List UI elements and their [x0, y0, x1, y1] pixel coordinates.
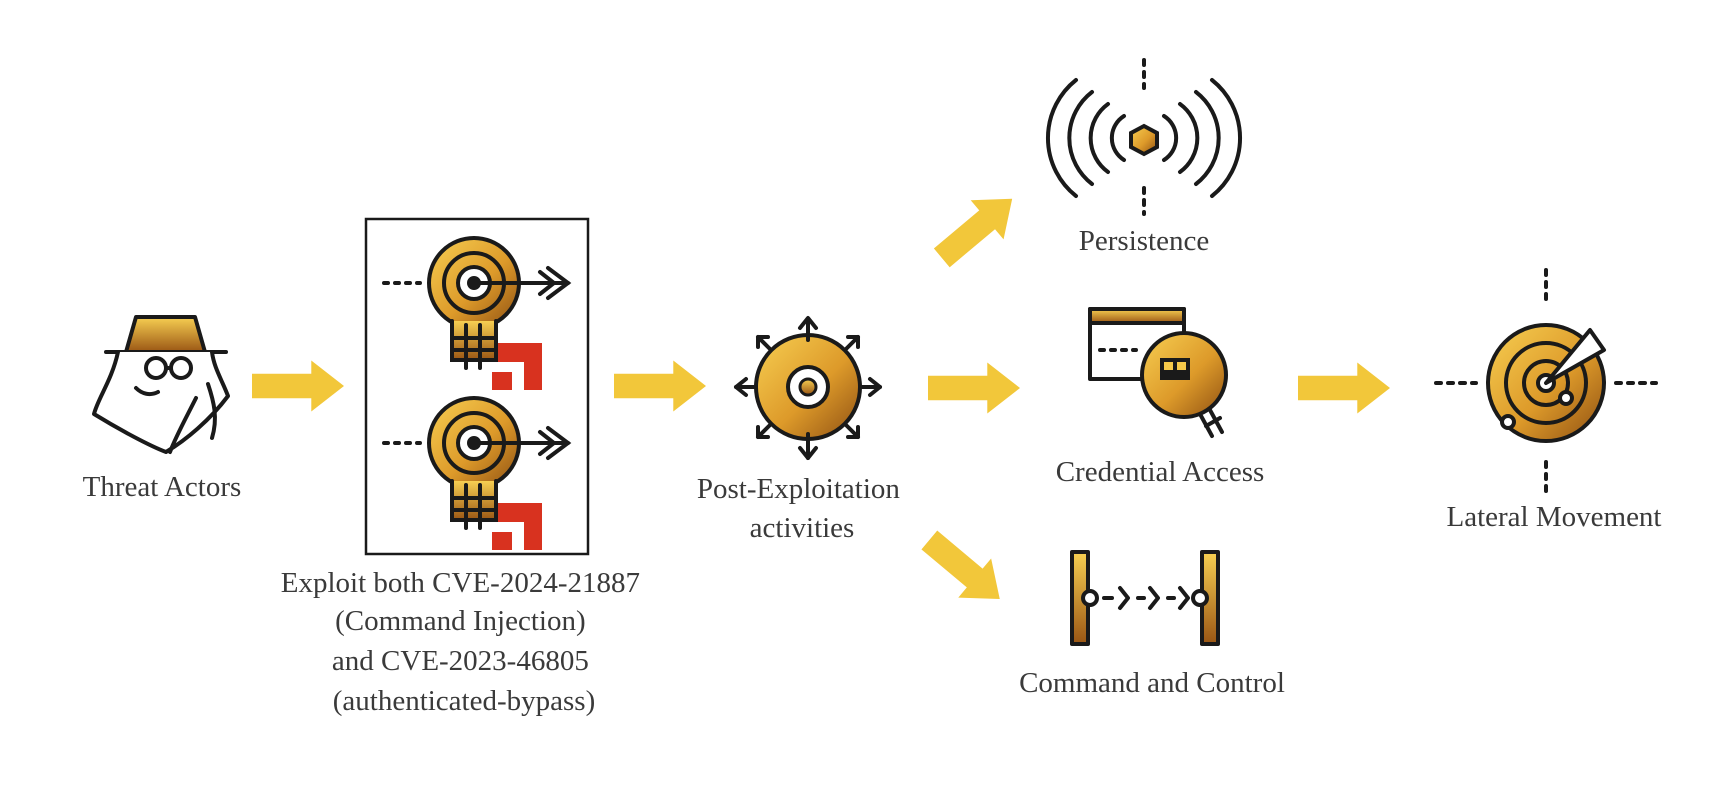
- spy-icon: [92, 315, 230, 454]
- flow-arrow-to-persistence: [925, 179, 1029, 278]
- exploit-label: Exploit both CVE-2024-21887 (Command Inj…: [281, 567, 648, 717]
- spreading-target-icon: [734, 316, 882, 460]
- target-lightbulb-icon: [382, 236, 572, 550]
- exploit-box: [364, 217, 590, 556]
- flow-arrow-to-credential-access: [928, 362, 1020, 414]
- connection-link-icon: [1070, 550, 1220, 646]
- command-control-label: Command and Control: [1019, 667, 1285, 699]
- credential-access-label: Credential Access: [1056, 456, 1265, 488]
- lateral-movement-label: Lateral Movement: [1447, 501, 1662, 533]
- flow-arrow-1: [252, 360, 344, 412]
- post-exploitation-label: Post-Exploitation activities: [697, 473, 907, 544]
- radar-icon: [1434, 268, 1658, 496]
- threat-actors-label: Threat Actors: [83, 471, 242, 503]
- persistence-label: Persistence: [1079, 225, 1209, 257]
- flow-arrow-2: [614, 360, 706, 412]
- flow-arrow-to-lateral-movement: [1298, 362, 1390, 414]
- window-magnifier-icon: [1088, 307, 1228, 438]
- broadcast-signal-icon: [1046, 58, 1242, 216]
- flow-arrow-to-command-control: [912, 520, 1017, 619]
